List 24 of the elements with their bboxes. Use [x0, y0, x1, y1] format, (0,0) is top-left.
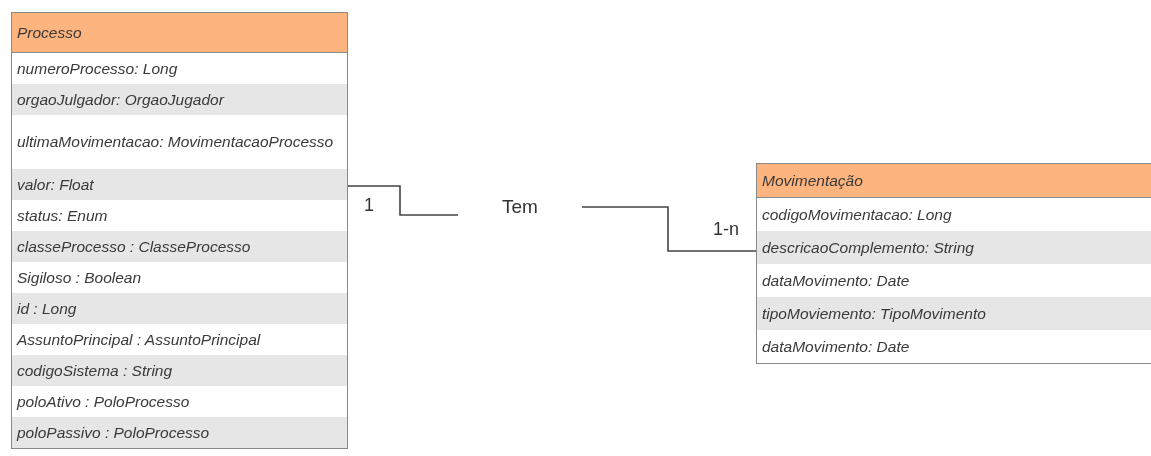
attribute-row: tipoMoviemento: TipoMovimento: [757, 297, 1151, 330]
attribute-row: poloPassivo : PoloProcesso: [12, 417, 347, 448]
attribute-row: id : Long: [12, 293, 347, 324]
attribute-row: classeProcesso : ClasseProcesso: [12, 231, 347, 262]
attribute-row: orgaoJulgador: OrgaoJugador: [12, 84, 347, 115]
class-name: Movimentação: [757, 164, 1151, 198]
attribute-row-text: numeroProcesso: Long: [16, 58, 179, 79]
attribute-row: codigoSistema : String: [12, 355, 347, 386]
relationship-label: Tem: [458, 194, 582, 220]
attribute-row: descricaoComplemento: String: [757, 231, 1151, 264]
attribute-row-text: dataMovimento: Date: [761, 270, 911, 291]
attribute-row-text: poloAtivo : PoloProcesso: [15, 391, 191, 412]
attribute-row-text: dataMovimento: Date: [761, 336, 911, 357]
attribute-row: valor: Float: [12, 169, 347, 200]
class-name: Processo: [12, 13, 347, 53]
uml-class-box: [11, 12, 348, 449]
connector-line: [347, 185, 459, 216]
attribute-row-text: ultimaMovimentacao: MovimentacaoProcesso: [16, 132, 335, 152]
uml-class-box: [756, 163, 1151, 364]
attribute-row-text: AssuntoPrincipal : AssuntoPrincipal: [15, 329, 262, 350]
attribute-row-text: status: Enum: [16, 205, 109, 226]
attribute-row-text: Sigiloso : Boolean: [16, 267, 143, 288]
connector-line: [581, 206, 757, 252]
attribute-row-text: codigoMovimentacao: Long: [761, 204, 953, 225]
